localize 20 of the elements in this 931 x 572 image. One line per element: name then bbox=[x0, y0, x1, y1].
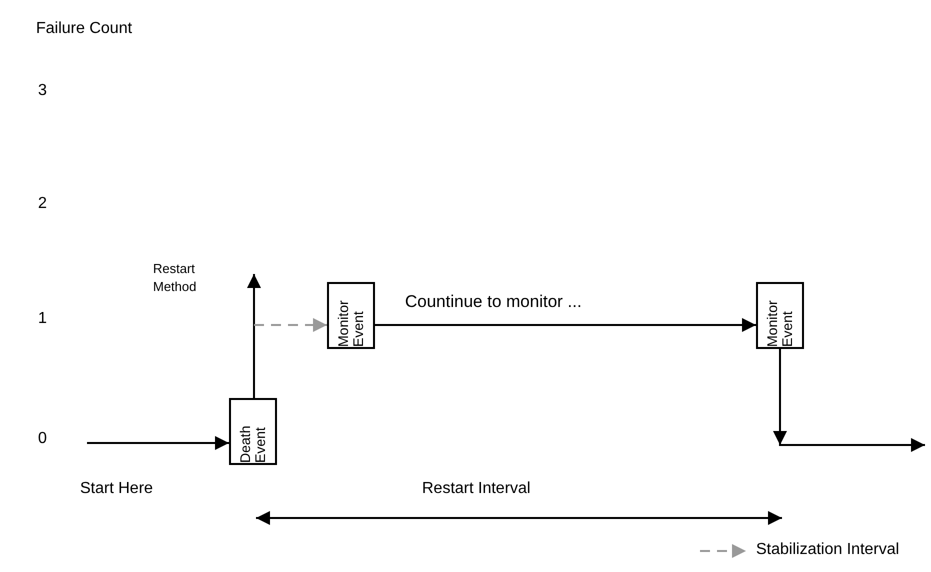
annotation-text: Restart Method bbox=[153, 260, 198, 296]
axis-tick-label: 2 bbox=[38, 195, 47, 213]
axis-title: Failure Count bbox=[36, 20, 132, 38]
axis-tick-label: 3 bbox=[38, 82, 47, 100]
event-box bbox=[229, 398, 277, 465]
arrow bbox=[247, 274, 261, 398]
event-box bbox=[756, 282, 804, 349]
event-name: Monitor Event bbox=[336, 299, 366, 347]
arrow bbox=[773, 349, 925, 452]
annotation-text: Start Here bbox=[80, 480, 153, 498]
legend-text: Stabilization Interval bbox=[756, 541, 900, 559]
axis-tick-label: 1 bbox=[38, 310, 47, 328]
arrow bbox=[87, 436, 229, 450]
dashed-arrow bbox=[254, 318, 327, 332]
axis-tick-label: 0 bbox=[38, 430, 47, 448]
annotation-text: Restart Interval bbox=[422, 480, 530, 498]
event-box bbox=[327, 282, 375, 349]
event-name: Death Event bbox=[238, 424, 268, 463]
event-name: Monitor Event bbox=[765, 299, 795, 347]
arrow bbox=[375, 318, 756, 332]
